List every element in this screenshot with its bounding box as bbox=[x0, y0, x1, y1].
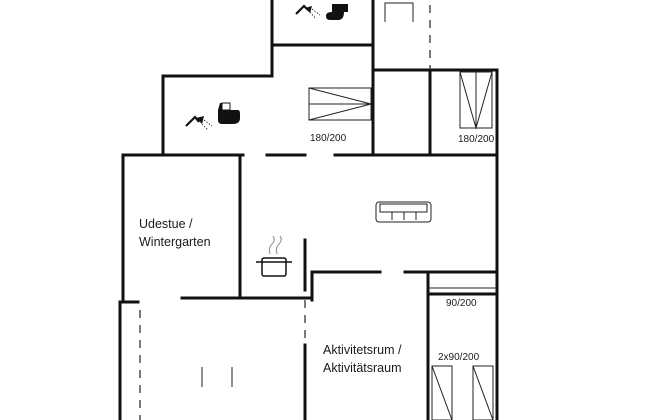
room-label-line: Udestue / bbox=[139, 217, 193, 231]
sofa-icon bbox=[375, 201, 432, 223]
room-label-line: Aktivitätsraum bbox=[323, 361, 402, 375]
bed-size-label: 180/200 bbox=[310, 133, 347, 144]
bed-size-label: 180/200 bbox=[458, 134, 495, 145]
bed-size-label: 90/200 bbox=[446, 298, 477, 309]
top-door-frame bbox=[384, 2, 414, 22]
room-label-udestue: Udestue / Wintergarten bbox=[139, 215, 211, 251]
cooking-pot-icon bbox=[256, 235, 292, 277]
bed-icon bbox=[308, 87, 372, 121]
shower-icon bbox=[185, 115, 213, 131]
toilet-icon bbox=[218, 102, 240, 124]
dashed-lines bbox=[139, 5, 431, 420]
bed-icon bbox=[459, 71, 493, 130]
toilet-icon bbox=[326, 4, 348, 20]
shower-icon bbox=[295, 4, 321, 20]
door-marks bbox=[201, 367, 233, 387]
bed-icon bbox=[472, 365, 494, 420]
room-label-aktivitet: Aktivitetsrum / Aktivitätsraum bbox=[323, 341, 402, 377]
room-label-line: Wintergarten bbox=[139, 235, 211, 249]
walls bbox=[118, 0, 499, 420]
bed-icon bbox=[431, 365, 453, 420]
bed-size-label: 2x90/200 bbox=[438, 352, 480, 363]
room-label-line: Aktivitetsrum / bbox=[323, 343, 402, 357]
